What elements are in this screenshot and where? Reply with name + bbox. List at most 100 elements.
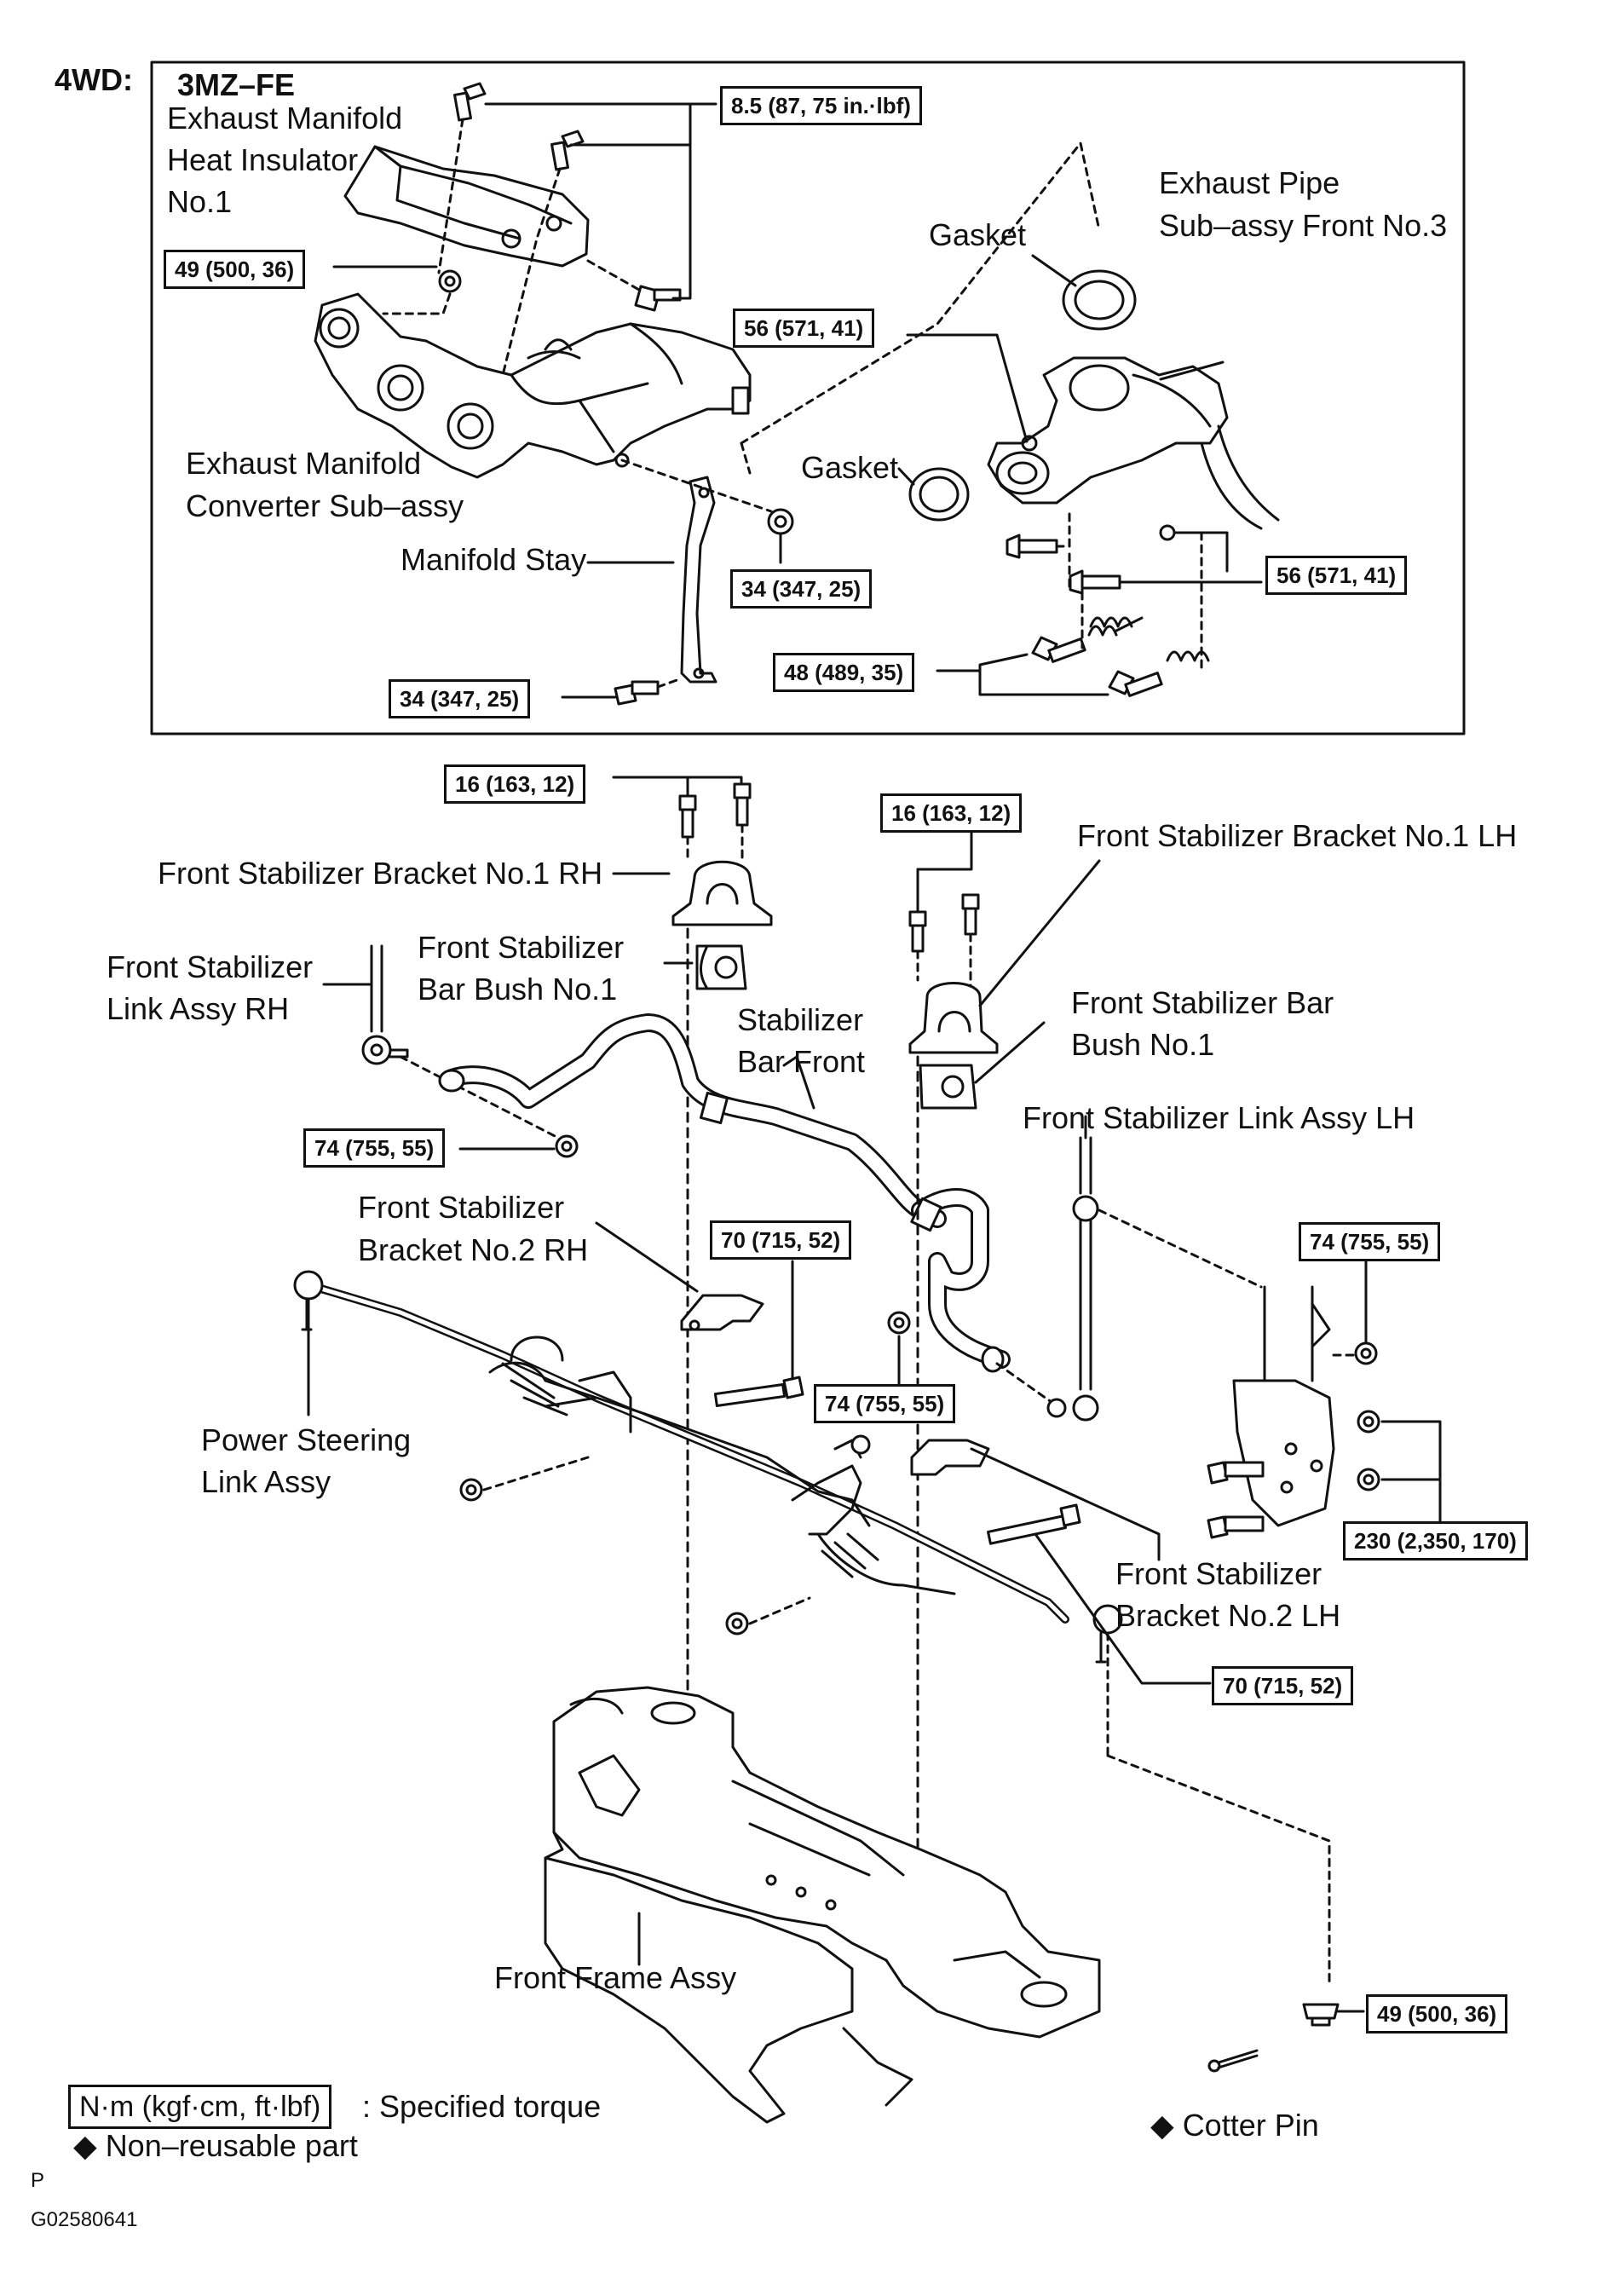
bar-bush-lh-label-1: Front Stabilizer Bar [1071,985,1334,1020]
torque-heat-insulator: 8.5 (87, 75 in.·lbf) [720,86,922,125]
manifold-nut [438,269,462,293]
dash-pipe-bolt-1 [1055,510,1071,548]
tie-rod-nut [1302,2003,1340,2027]
link-rh-nut [555,1134,579,1158]
leader-bracket-no2-rh [595,1221,699,1293]
steering-rack-shape [293,1270,1123,1664]
drive-label: 4WD: [55,62,133,97]
cotter-pin-shape [1207,2049,1259,2073]
front-frame-shape [544,1686,1101,2124]
stabilizer-bar-label-1: Stabilizer [737,1002,864,1037]
bar-bush-rh-label-1: Front Stabilizer [418,930,625,965]
bracket-no2-lh-label-2: Bracket No.2 LH [1115,1598,1341,1633]
bracket-no1-lh-label: Front Stabilizer Bracket No.1 LH [1077,818,1518,853]
stay-bolt [614,680,660,706]
engine-label: 3MZ–FE [177,67,296,102]
torque-knuckle-bolts: 230 (2,350, 170) [1343,1521,1528,1560]
bar-bush-lh-shape [919,1064,977,1110]
torque-manifold-nut: 49 (500, 36) [164,250,306,289]
bracket-no1-rh-label: Front Stabilizer Bracket No.1 RH [158,856,603,891]
leader-knuckle-nut-1 [1380,1420,1442,1527]
bracket-lh-bolts [908,893,980,953]
dash-link-rh [399,1055,560,1139]
knuckle-bolts [1207,1410,1380,1539]
dash-tie-rod-2 [1106,1754,1331,1987]
power-steering-label-2: Link Assy [201,1464,331,1499]
leader-bracket-lh-bolts-2 [916,829,973,871]
leader-bracket-no1-lh [978,859,1101,1007]
converter-label-2: Converter Sub–assy [186,488,464,523]
dash-assembly-outline [740,141,1101,445]
rack-nut-left [459,1478,483,1502]
link-lh-label: Front Stabilizer Link Assy LH [1023,1100,1415,1135]
leader-gasket-upper [1031,254,1077,287]
stabilizer-bar-label-2: Bar Front [737,1044,866,1079]
bracket-no2-lh-shape [910,1439,990,1476]
link-lh-nut-upper [1354,1341,1378,1365]
knuckle-shape [1232,1285,1335,1527]
link-rh-shape [361,944,409,1065]
torque-rack-bolt-lh: 70 (715, 52) [1212,1666,1354,1705]
bracket-no2-rh-label-1: Front Stabilizer [358,1190,565,1225]
torque-unit-text: : Specified torque [362,2089,602,2124]
stabilizer-lh-nut [887,1311,911,1335]
spring-bolts [1031,616,1210,697]
bracket-no2-rh-shape [680,1294,764,1331]
exhaust-manifold-converter-shape [314,292,752,479]
leader-bracket-rh-bolts [612,776,743,786]
leader-pipe-stud-nut [906,333,1029,443]
leader-spring-bolt-2 [978,669,1109,696]
bar-bush-rh-shape [695,944,747,990]
torque-bracket-lh-bolts: 16 (163, 12) [880,793,1023,833]
torque-pipe-stud-nut: 56 (571, 41) [733,309,875,348]
bracket-no2-rh-label-2: Bracket No.2 RH [358,1232,589,1267]
manifold-stay-label: Manifold Stay [400,542,587,577]
gasket-lower-shape [908,467,970,522]
rack-bolt-rh [713,1376,804,1407]
link-lh-shape [1072,1136,1099,1422]
heat-insulator-label-2: Heat Insulator [167,142,359,177]
gasket-upper-label: Gasket [929,217,1027,252]
non-reusable-legend: ◆ Non–reusable part [73,2128,358,2163]
rack-nut-right [725,1612,749,1635]
leader-heat-insulator-c [671,143,692,300]
torque-stay-nut: 34 (347, 25) [730,569,873,609]
dash-link-lh-2 [995,1362,1057,1406]
link-lh-nut-lower [1046,1398,1067,1418]
converter-label-1: Exhaust Manifold [186,446,422,481]
bar-bush-rh-label-2: Bar Bush No.1 [418,972,618,1007]
cotter-pin-label: ◆ Cotter Pin [1150,2108,1319,2143]
footer-code: G02580641 [31,2208,138,2231]
dash-manifold-nut [382,292,452,315]
dash-insulator-bolt-2 [501,167,562,377]
stay-nut [767,508,794,535]
dash-rack-nut-left [482,1456,590,1491]
dash-rack-nut-right [748,1596,811,1625]
link-rh-label-1: Front Stabilizer [107,949,314,984]
torque-link-rh-nut: 74 (755, 55) [303,1128,446,1168]
leader-pipe-bolts-right [1174,531,1229,573]
dash-insulator-bolt-3 [586,259,641,291]
torque-link-lh-lower-nut: 74 (755, 55) [814,1384,956,1423]
gasket-upper-shape [1062,269,1137,331]
leader-spring-bolt-1 [936,653,1029,672]
manifold-stay-shape [680,476,717,684]
torque-rack-bolt-rh: 70 (715, 52) [710,1220,852,1260]
leader-bar-bush-lh [974,1021,1046,1084]
bracket-no2-lh-label-1: Front Stabilizer [1115,1556,1323,1591]
torque-unit-box: N·m (kgf·cm, ft·lbf) [68,2085,332,2129]
bar-bush-lh-label-2: Bush No.1 [1071,1027,1215,1062]
dash-stay-nut [620,459,773,513]
dash-link-lh [1098,1209,1263,1289]
bracket-no1-rh-shape [671,860,773,926]
leader-rack-bolt-lh [1034,1532,1212,1685]
footer-letter: P [31,2169,45,2192]
power-steering-label-1: Power Steering [201,1422,412,1457]
heat-insulator-bolts [453,82,682,312]
torque-stay-bolt: 34 (347, 25) [389,679,531,718]
front-frame-label: Front Frame Assy [494,1960,737,1995]
exhaust-pipe-label-1: Exhaust Pipe [1159,165,1340,200]
torque-pipe-spring-bolts: 48 (489, 35) [773,653,915,692]
